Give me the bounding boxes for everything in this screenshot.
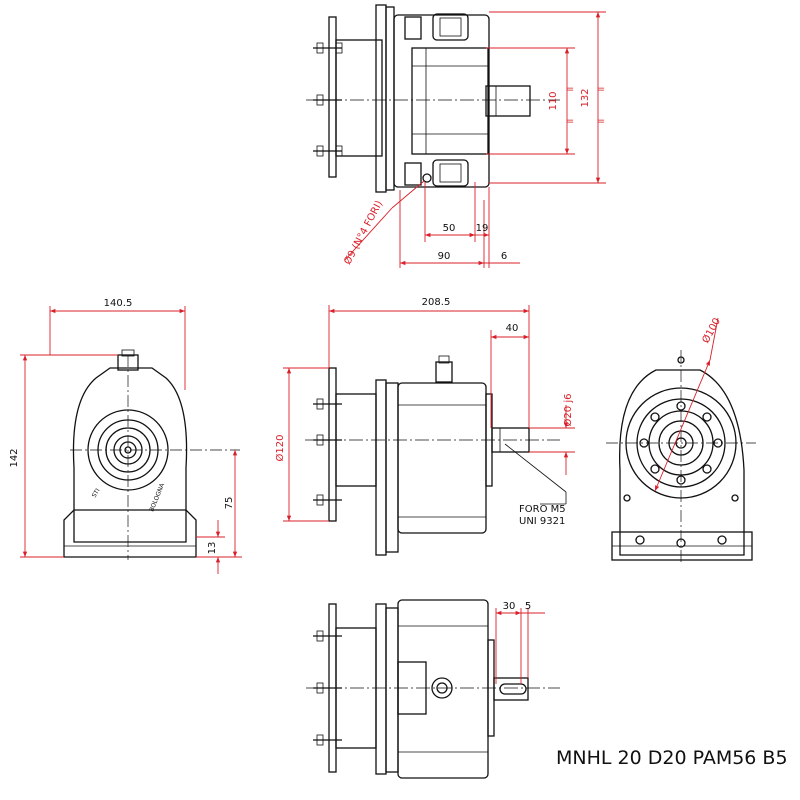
dim-13-label: 13 [207, 542, 218, 555]
dim-19-label: 19 [476, 223, 489, 234]
bottom-bolts [313, 630, 342, 746]
dim-110-label: 110 [548, 91, 559, 110]
svg-text:=: = [597, 84, 605, 95]
drawing-title: MNHL 20 D20 PAM56 B5 [556, 747, 788, 769]
brand-sti: STI [91, 487, 102, 499]
brand-bologna: BOLOGNA [148, 482, 166, 513]
dim-132-label: 132 [580, 88, 591, 107]
dim-208-5-label: 208.5 [422, 297, 451, 308]
left-housing [72, 367, 188, 543]
top-bolts [313, 42, 343, 157]
dim-142-label: 142 [9, 448, 20, 467]
top-view: 110 132 = = = = 50 19 90 6 Ø9 (N°4 FORI) [306, 4, 606, 268]
center-flange-plate [328, 367, 337, 522]
hole-note-label: Ø9 (N°4 FORI) [341, 198, 385, 266]
dim-120-label: Ø120 [274, 435, 286, 462]
dim-50-label: 50 [443, 223, 456, 234]
dim-20j6-label: Ø20 j6 [562, 394, 574, 427]
dim-75-label: 75 [224, 497, 235, 510]
right-housing [618, 369, 745, 556]
dim-5-label: 5 [525, 601, 531, 612]
note-foro-m5: FORO M5 [519, 504, 566, 515]
dim-30-label: 30 [503, 601, 516, 612]
dim-100-label: Ø100 [700, 316, 723, 345]
dim-40-label: 40 [506, 323, 519, 334]
left-view: STI BOLOGNA 140.5 142 75 13 [9, 298, 242, 574]
center-view: 208.5 40 Ø120 Ø20 j6 FORO M5 UNI 9321 [274, 297, 575, 556]
svg-text:=: = [597, 116, 605, 127]
svg-text:=: = [566, 84, 574, 95]
dim-140-5-label: 140.5 [104, 298, 133, 309]
dim-6-label: 6 [501, 251, 507, 262]
bottom-view: 30 5 [306, 599, 560, 779]
right-view: Ø100 [606, 316, 756, 565]
note-uni-9321: UNI 9321 [519, 516, 565, 527]
svg-text:=: = [566, 116, 574, 127]
dim-90-label: 90 [438, 251, 451, 262]
top-flange-plate [328, 16, 337, 178]
center-bolts [313, 398, 342, 506]
